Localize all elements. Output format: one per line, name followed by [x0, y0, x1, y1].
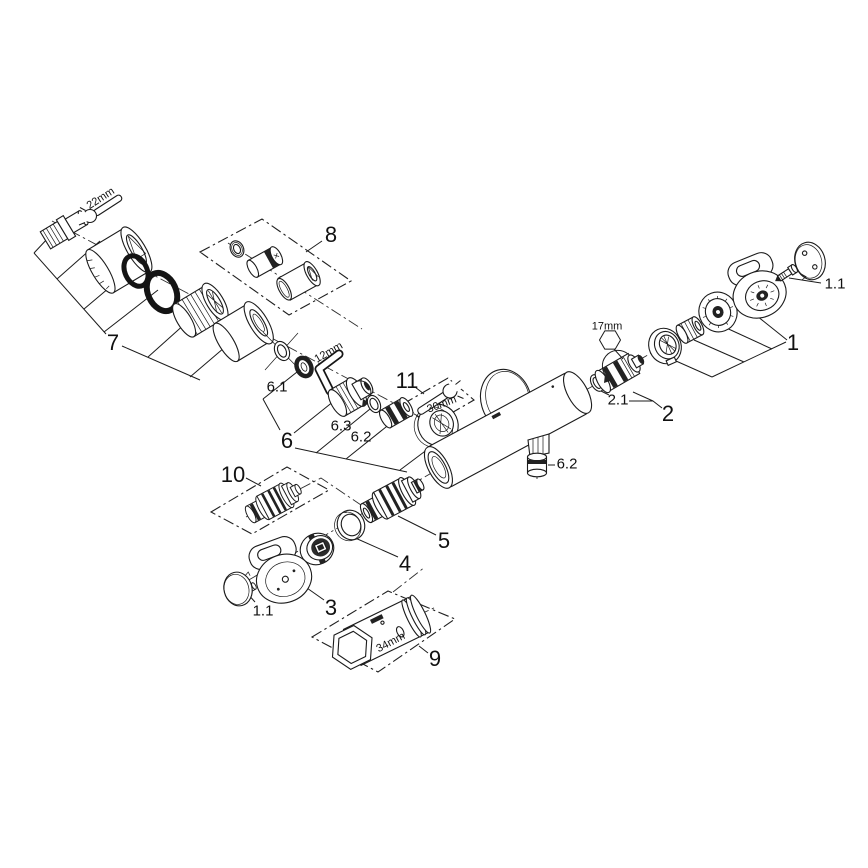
cover-rosette [212, 301, 274, 363]
outlet-plug-6-2 [526, 452, 548, 478]
adapter-sleeve [675, 316, 705, 344]
handle-cap-1-1-left [223, 571, 253, 607]
thermostat-cartridge-5 [359, 476, 425, 524]
box-8-cap [276, 261, 321, 301]
diverter-cartridge-2 [594, 352, 645, 394]
cartridge-box-10 [209, 466, 331, 535]
temperature-handle-3 [248, 536, 313, 604]
callout-10: 10 [220, 462, 246, 487]
callout-6-2-chain: 6.2 [350, 428, 372, 446]
spare-kit-box-8 [198, 218, 353, 316]
callout-8: 8 [324, 222, 338, 247]
wrench-30mm-icon [417, 378, 464, 415]
callout-6-2-outlet: 6.2 [556, 455, 578, 473]
callout-7: 7 [106, 330, 120, 355]
check-valve-6-2 [378, 397, 414, 429]
callout-11: 11 [395, 368, 419, 393]
stop-ring-4 [334, 509, 366, 542]
callout-6-3: 6.3 [330, 417, 352, 435]
lever-handle-1 [727, 252, 787, 319]
hex-17mm-icon [598, 330, 624, 360]
callout-3: 3 [324, 595, 338, 620]
callout-6-1: 6.1 [266, 378, 288, 396]
allen-key-icon [314, 349, 344, 396]
callout-1: 1 [786, 330, 800, 355]
gear-ring [698, 291, 738, 333]
handle-screw-right [775, 264, 799, 282]
callout-4: 4 [398, 551, 412, 576]
service-socket-34mm [331, 594, 432, 670]
wrench-22mm-icon [75, 194, 123, 226]
callout-9: 9 [428, 646, 442, 671]
callout-1-1-left: 1.1 [252, 602, 274, 620]
crossed-out-seal [262, 331, 302, 372]
o-ring-large-2 [143, 269, 181, 315]
box-8-washer [229, 240, 245, 258]
callout-2-1: 2.1 [607, 391, 629, 409]
valve-body [423, 371, 593, 489]
elbow-connector-6 [327, 377, 374, 417]
callout-6: 6 [280, 428, 294, 453]
stop-ring [648, 327, 682, 367]
o-ring-6-3 [366, 394, 382, 414]
callout-5: 5 [437, 528, 451, 553]
callout-1-1-right: 1.1 [824, 275, 846, 293]
handle-cap-1-1-right [794, 241, 826, 281]
dim-17mm: 17mm [591, 320, 623, 333]
box-8-cartridge [246, 246, 284, 278]
threaded-escutcheon [172, 282, 229, 338]
cartridge-adapter [299, 532, 335, 566]
rotation-arrow-2 [601, 349, 629, 383]
seal-washer-6-1 [294, 355, 314, 379]
callout-2: 2 [661, 401, 675, 426]
compact-cartridge-10 [244, 482, 302, 524]
